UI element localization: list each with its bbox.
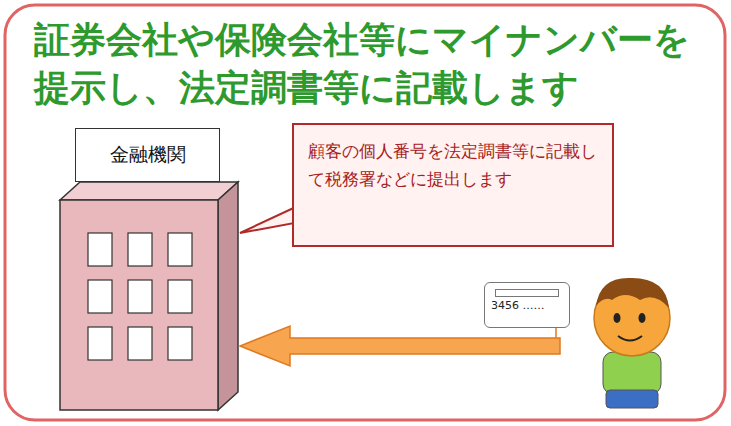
callout-box: 顧客の個人番号を法定調書等に記載して税務署などに提出します	[292, 123, 614, 247]
title: 証券会社や保険会社等にマイナンバーを提示し、法定調書等に記載します	[34, 16, 694, 112]
frame	[5, 5, 725, 420]
flow-arrow	[240, 326, 560, 366]
building	[60, 182, 238, 410]
card-stripe	[495, 289, 559, 297]
card: 3456 ……	[484, 282, 570, 328]
callout-text: 顧客の個人番号を法定調書等に記載して税務署などに提出します	[308, 137, 598, 193]
bank-building: 金融機関	[60, 128, 240, 410]
building-label: 金融機関	[75, 128, 220, 182]
callout-pointer	[240, 205, 300, 233]
person	[594, 278, 670, 408]
card-number: 3456 ……	[491, 299, 565, 312]
